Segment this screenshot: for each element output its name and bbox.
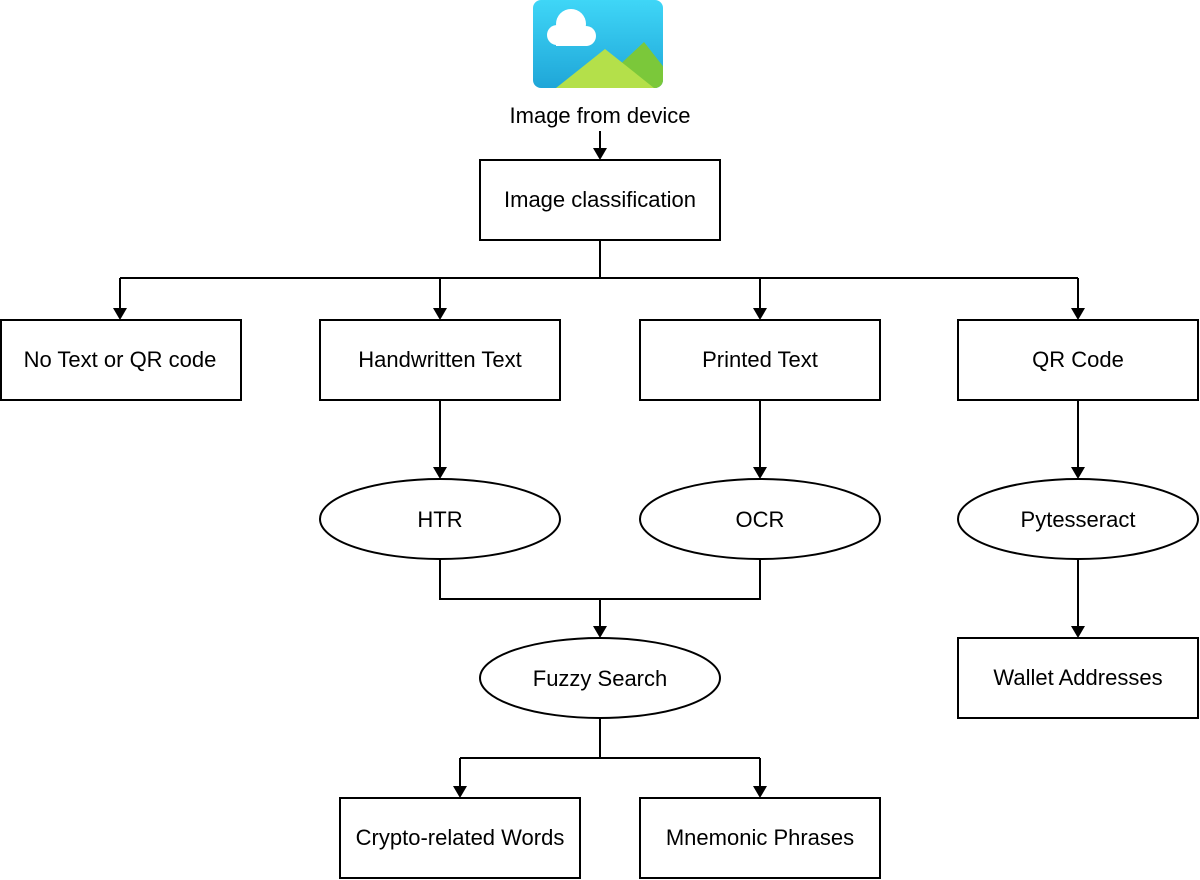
node-htr: HTR <box>319 478 561 560</box>
node-no-text-or-qr: No Text or QR code <box>0 319 242 401</box>
node-label: Wallet Addresses <box>993 665 1162 690</box>
node-label: Mnemonic Phrases <box>666 825 854 850</box>
node-label: Printed Text <box>702 347 818 372</box>
node-ocr: OCR <box>639 478 881 560</box>
source-label: Image from device <box>510 103 691 128</box>
node-handwritten-text: Handwritten Text <box>319 319 561 401</box>
edges <box>113 131 1085 798</box>
node-label: No Text or QR code <box>24 347 217 372</box>
node-image-classification: Image classification <box>479 159 721 241</box>
node-crypto-related-words: Crypto-related Words <box>339 797 581 879</box>
node-label: Fuzzy Search <box>533 666 668 691</box>
node-mnemonic-phrases: Mnemonic Phrases <box>639 797 881 879</box>
node-label: Crypto-related Words <box>356 825 565 850</box>
node-qr-code: QR Code <box>957 319 1199 401</box>
edge-htr-ocr-to-fuzzy <box>439 560 761 626</box>
edge-fuzzy-branches <box>459 718 761 786</box>
node-fuzzy-search: Fuzzy Search <box>479 637 721 719</box>
node-label: QR Code <box>1032 347 1124 372</box>
node-printed-text: Printed Text <box>639 319 881 401</box>
node-label: Pytesseract <box>1021 507 1136 532</box>
node-label: Handwritten Text <box>358 347 521 372</box>
cloud-icon <box>547 9 596 46</box>
image-icon <box>533 0 663 88</box>
node-pytesseract: Pytesseract <box>957 478 1199 560</box>
edge-classification-branches <box>119 240 1079 308</box>
node-label: OCR <box>736 507 785 532</box>
node-wallet-addresses: Wallet Addresses <box>957 637 1199 719</box>
node-label: Image classification <box>504 187 696 212</box>
node-label: HTR <box>417 507 462 532</box>
